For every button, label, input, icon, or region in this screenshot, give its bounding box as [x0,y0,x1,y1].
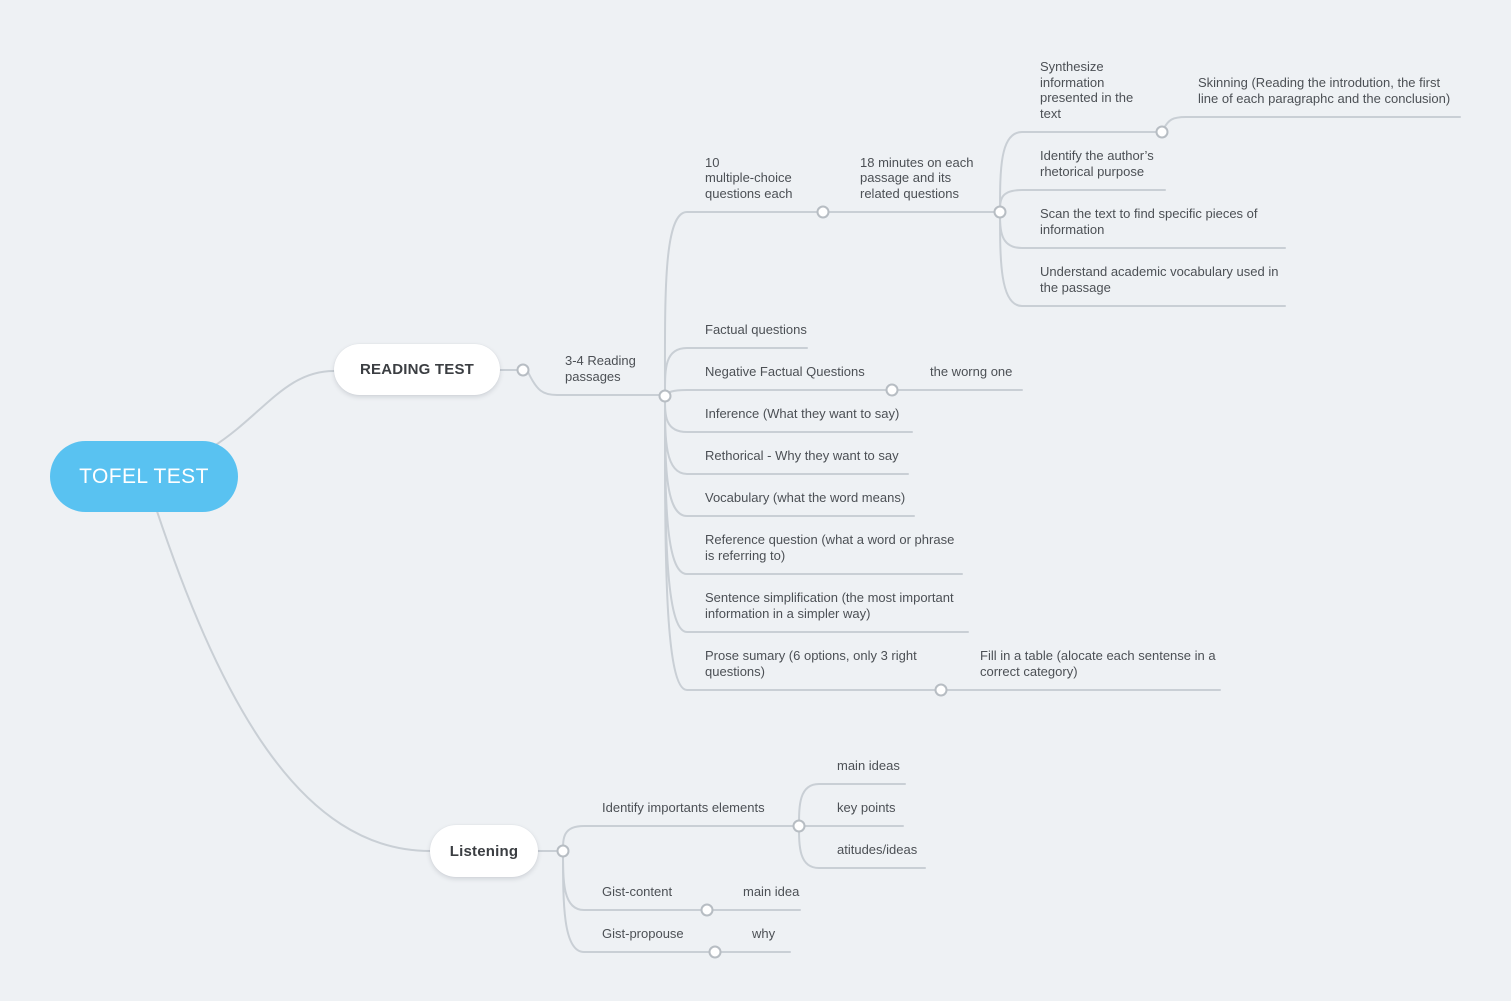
branch-toggle-eighteen-min[interactable] [993,205,1007,219]
connector-synthesize-skinning [1161,116,1461,133]
branch-toggle-listening[interactable] [556,844,570,858]
node-identify-rhetorical-purpose[interactable]: Identify the author’s rhetorical purpose [1040,148,1154,179]
node-listening-label: Listening [449,842,519,860]
branch-toggle-gist-propouse[interactable] [708,945,722,959]
node-root-label: TOFEL TEST [79,464,209,488]
connector-listening-identify-elements [562,825,800,852]
node-vocabulary[interactable]: Vocabulary (what the word means) [705,489,906,505]
node-negative-factual-questions[interactable]: Negative Factual Questions [705,363,865,379]
branch-toggle-gist-content[interactable] [700,903,714,917]
connector-listening-gist-propouse [562,850,716,953]
node-inference[interactable]: Inference (What they want to say) [705,405,900,421]
node-root[interactable]: TOFEL TEST [50,441,238,512]
node-ten-multiple-choice[interactable]: 10 multiple-choice questions each [705,154,793,201]
node-synthesize-information[interactable]: Synthesize information presented in the … [1040,59,1134,121]
connector-passages-prose-summary [663,395,942,691]
node-reading-passages[interactable]: 3-4 Reading passages [565,353,636,384]
node-eighteen-minutes[interactable]: 18 minutes on each passage and its relat… [860,154,974,201]
node-gist-propouse-why[interactable]: why [752,925,776,941]
node-reading-test-label: READING TEST [359,361,475,378]
node-the-wrong-one[interactable]: the worng one [930,363,1013,379]
node-listening[interactable]: Listening [430,825,538,877]
node-skinning[interactable]: Skinning (Reading the introdution, the f… [1198,75,1451,106]
branch-toggle-prose-summary[interactable] [934,683,948,697]
connector-root-listening [149,489,431,852]
node-fill-in-a-table[interactable]: Fill in a table (alocate each sentense i… [980,648,1216,679]
node-attitudes-ideas[interactable]: atitudes/ideas [837,841,918,857]
node-gist-content-main-idea[interactable]: main idea [743,883,800,899]
node-sentence-simplification[interactable]: Sentence simplification (the most import… [705,590,954,621]
node-scan-text[interactable]: Scan the text to find specific pieces of… [1040,206,1258,237]
node-reading-test[interactable]: READING TEST [334,344,500,395]
connector-passages-ten-mc [663,211,824,397]
connector-passages-negative-factual [664,389,893,397]
node-key-points[interactable]: key points [837,799,896,815]
node-factual-questions[interactable]: Factual questions [705,321,807,337]
connector-eighteen-synthesize [999,131,1163,213]
node-reference-question[interactable]: Reference question (what a word or phras… [705,532,955,563]
branch-toggle-reading[interactable] [516,363,530,377]
branch-toggle-passages[interactable] [658,389,672,403]
connector-reading-passages [527,371,666,396]
node-main-ideas[interactable]: main ideas [837,757,900,773]
node-understand-vocabulary[interactable]: Understand academic vocabulary used in t… [1040,264,1279,295]
node-prose-summary[interactable]: Prose sumary (6 options, only 3 right qu… [705,648,917,679]
node-identify-important-elements[interactable]: Identify importants elements [602,799,765,815]
connector-eighteen-understand [999,211,1286,307]
connector-listening-gist-content [562,850,708,911]
connector-passages-factual [663,347,808,397]
branch-toggle-negative-factual[interactable] [885,383,899,397]
node-rethorical[interactable]: Rethorical - Why they want to say [705,447,899,463]
branch-toggle-ten-mc[interactable] [816,205,830,219]
node-gist-content[interactable]: Gist-content [602,883,673,899]
branch-toggle-identify-elements[interactable] [792,819,806,833]
node-gist-propouse[interactable]: Gist-propouse [602,925,684,941]
branch-toggle-synthesize[interactable] [1155,125,1169,139]
